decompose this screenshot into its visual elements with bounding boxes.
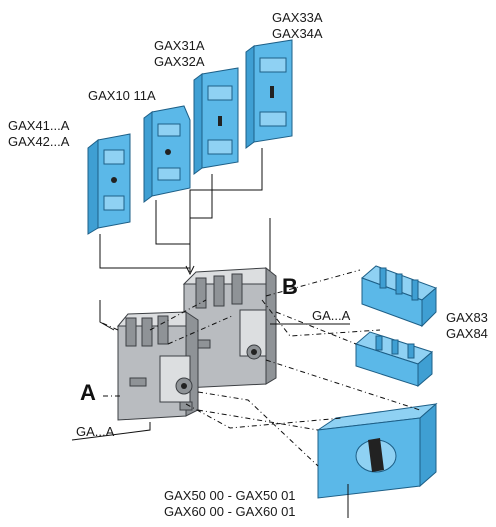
terminal-shroud-gax84 <box>354 331 434 388</box>
label-gax84: GAX84 <box>446 326 488 341</box>
label-ga-b: GA...A <box>312 308 351 323</box>
label-gax34a: GAX34A <box>272 26 323 41</box>
aux-contact-gax10-11 <box>143 105 191 203</box>
label-gax60: GAX60 00 - GAX60 01 <box>164 504 296 519</box>
label-gax83: GAX83 <box>446 310 488 325</box>
label-letter-a: A <box>80 380 96 405</box>
aux-leader-lines <box>99 148 263 272</box>
label-gax33a: GAX33A <box>272 10 323 25</box>
label-gax50: GAX50 00 - GAX50 01 <box>164 488 296 503</box>
assembly-dashed-lines <box>99 269 421 467</box>
switch-link-dashed <box>149 299 233 345</box>
door-handle-gax50 <box>317 402 438 499</box>
leader-ga-a <box>71 422 151 441</box>
label-gax41a: GAX41...A <box>8 118 70 133</box>
label-letter-b: B <box>282 274 298 299</box>
switch-body-a <box>116 311 199 421</box>
aux-arrow <box>185 265 195 276</box>
aux-contact-gax41 <box>87 133 131 235</box>
label-gax42a: GAX42...A <box>8 134 70 149</box>
aux-contact-gax31 <box>193 67 239 175</box>
label-gax31a: GAX31A <box>154 38 205 53</box>
label-gax32a: GAX32A <box>154 54 205 69</box>
label-ga-a: GA...A <box>76 424 115 439</box>
switch-body-b <box>182 266 277 389</box>
aux-contact-gax33 <box>245 39 293 149</box>
label-gax10-11a: GAX10 11A <box>88 88 156 103</box>
terminal-shroud-gax83 <box>361 265 437 328</box>
